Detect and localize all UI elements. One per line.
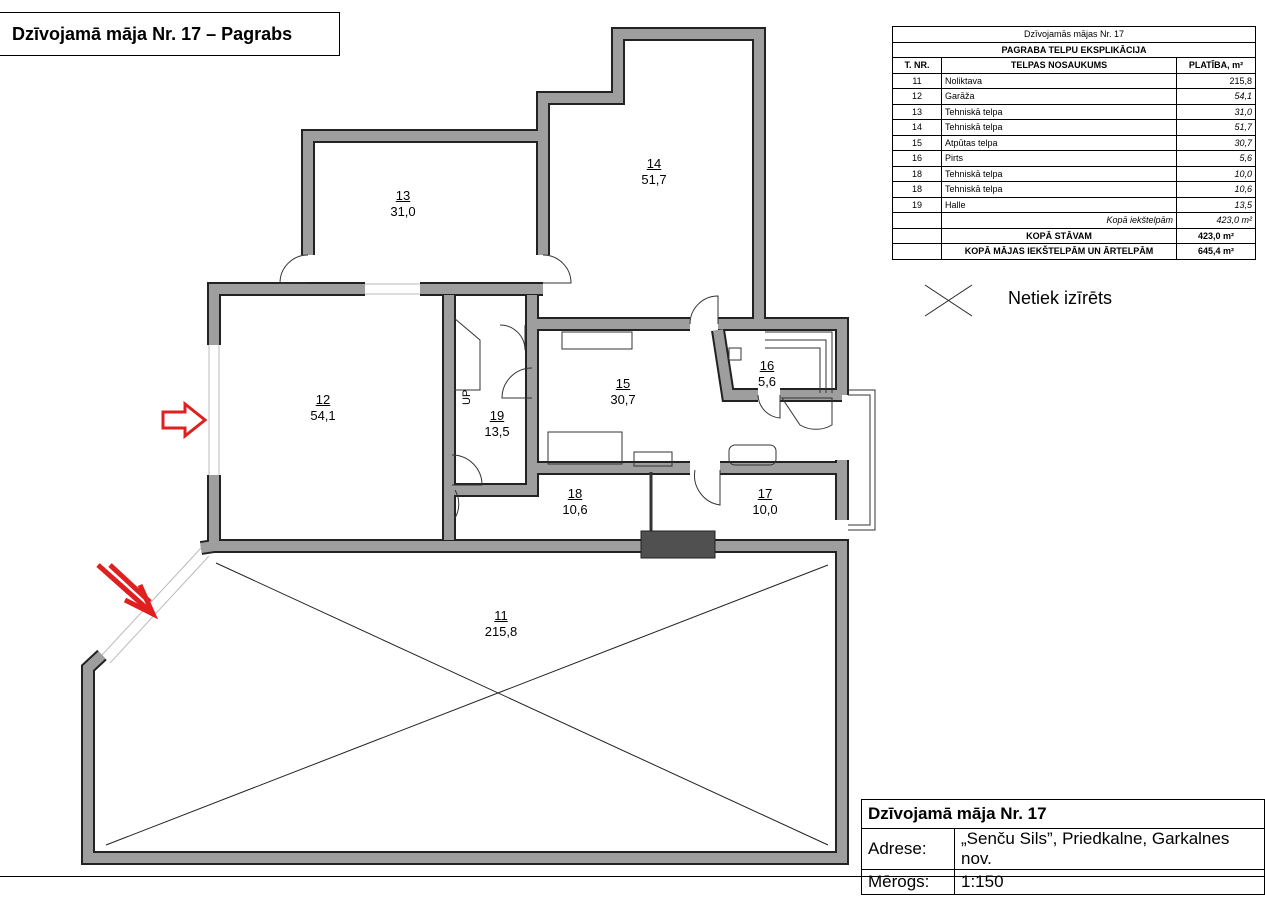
cell-area: 13,5 — [1176, 196, 1256, 213]
cell-nr: 11 — [892, 72, 942, 89]
cell-area: 51,7 — [1176, 119, 1256, 136]
cell-name: Tehniskā telpa — [941, 181, 1177, 198]
table-subheading: PAGRABA TELPU EKSPLIKĀCIJA — [892, 41, 1256, 58]
cell-name: Tehniskā telpa — [941, 119, 1177, 136]
chimney — [640, 530, 716, 559]
cell-nr: 18 — [892, 165, 942, 182]
floor-total-value: 423,0 m² — [1176, 227, 1256, 244]
cell-area: 10,0 — [1176, 165, 1256, 182]
cell-name: Tehniskā telpa — [941, 103, 1177, 120]
entrance-arrow-icon — [161, 400, 208, 440]
entrance-arrow-diagonal-icon — [96, 563, 159, 620]
legend-cross-icon — [924, 284, 973, 317]
cell-nr: 16 — [892, 150, 942, 167]
not-rented-cross-room-11 — [105, 562, 829, 846]
cell-name: Garāža — [941, 88, 1177, 105]
page-title: Dzīvojamā māja Nr. 17 – Pagrabs — [0, 12, 340, 56]
cell-area: 215,8 — [1176, 72, 1256, 89]
cell-name: Tehniskā telpa — [941, 165, 1177, 182]
cell-name: Atpūtas telpa — [941, 134, 1177, 151]
cell-nr: 18 — [892, 181, 942, 198]
floor-total-label: KOPĀ STĀVAM — [941, 227, 1177, 244]
house-total-label: KOPĀ MĀJAS IEKŠTELPĀM UN ĀRTELPĀM — [941, 243, 1177, 260]
title-block: Dzīvojamā māja Nr. 17 Adrese:„Senču Sils… — [861, 799, 1265, 895]
table-heading: Dzīvojamās mājas Nr. 17 — [892, 26, 1256, 43]
cell-nr: 15 — [892, 134, 942, 151]
walls — [81, 27, 849, 865]
scale-value: 1:150 — [954, 869, 1265, 895]
cell-area: 54,1 — [1176, 88, 1256, 105]
room-explication-table: Dzīvojamās mājas Nr. 17 PAGRABA TELPU EK… — [892, 26, 1256, 260]
title-block-name: Dzīvojamā māja Nr. 17 — [861, 799, 1265, 829]
cell-nr: 14 — [892, 119, 942, 136]
subtotal-label: Kopā iekštelpām — [941, 212, 1177, 229]
cell-area: 5,6 — [1176, 150, 1256, 167]
col-header-area: PLATĪBA, m² — [1176, 57, 1256, 74]
house-total-value: 645,4 m² — [1176, 243, 1256, 260]
col-header-name: TELPAS NOSAUKUMS — [941, 57, 1177, 74]
cell-area: 10,6 — [1176, 181, 1256, 198]
address-label: Adrese: — [861, 828, 955, 870]
address-value: „Senču Sils”, Priedkalne, Garkalnes nov. — [954, 828, 1265, 870]
windows-doors — [101, 254, 876, 664]
cell-nr: 12 — [892, 88, 942, 105]
scale-label: Mērogs: — [861, 869, 955, 895]
cell-area: 31,0 — [1176, 103, 1256, 120]
cell-name: Noliktava — [941, 72, 1177, 89]
stair-label: UP — [461, 390, 473, 405]
cell-name: Pirts — [941, 150, 1177, 167]
subtotal-value: 423,0 m² — [1176, 212, 1256, 229]
cell-nr: 19 — [892, 196, 942, 213]
cell-area: 30,7 — [1176, 134, 1256, 151]
col-header-nr: T. NR. — [892, 57, 942, 74]
cell-nr: 13 — [892, 103, 942, 120]
sheet-border-line — [0, 876, 1265, 877]
cell-name: Halle — [941, 196, 1177, 213]
legend-not-rented: Netiek izīrēts — [1008, 288, 1113, 308]
